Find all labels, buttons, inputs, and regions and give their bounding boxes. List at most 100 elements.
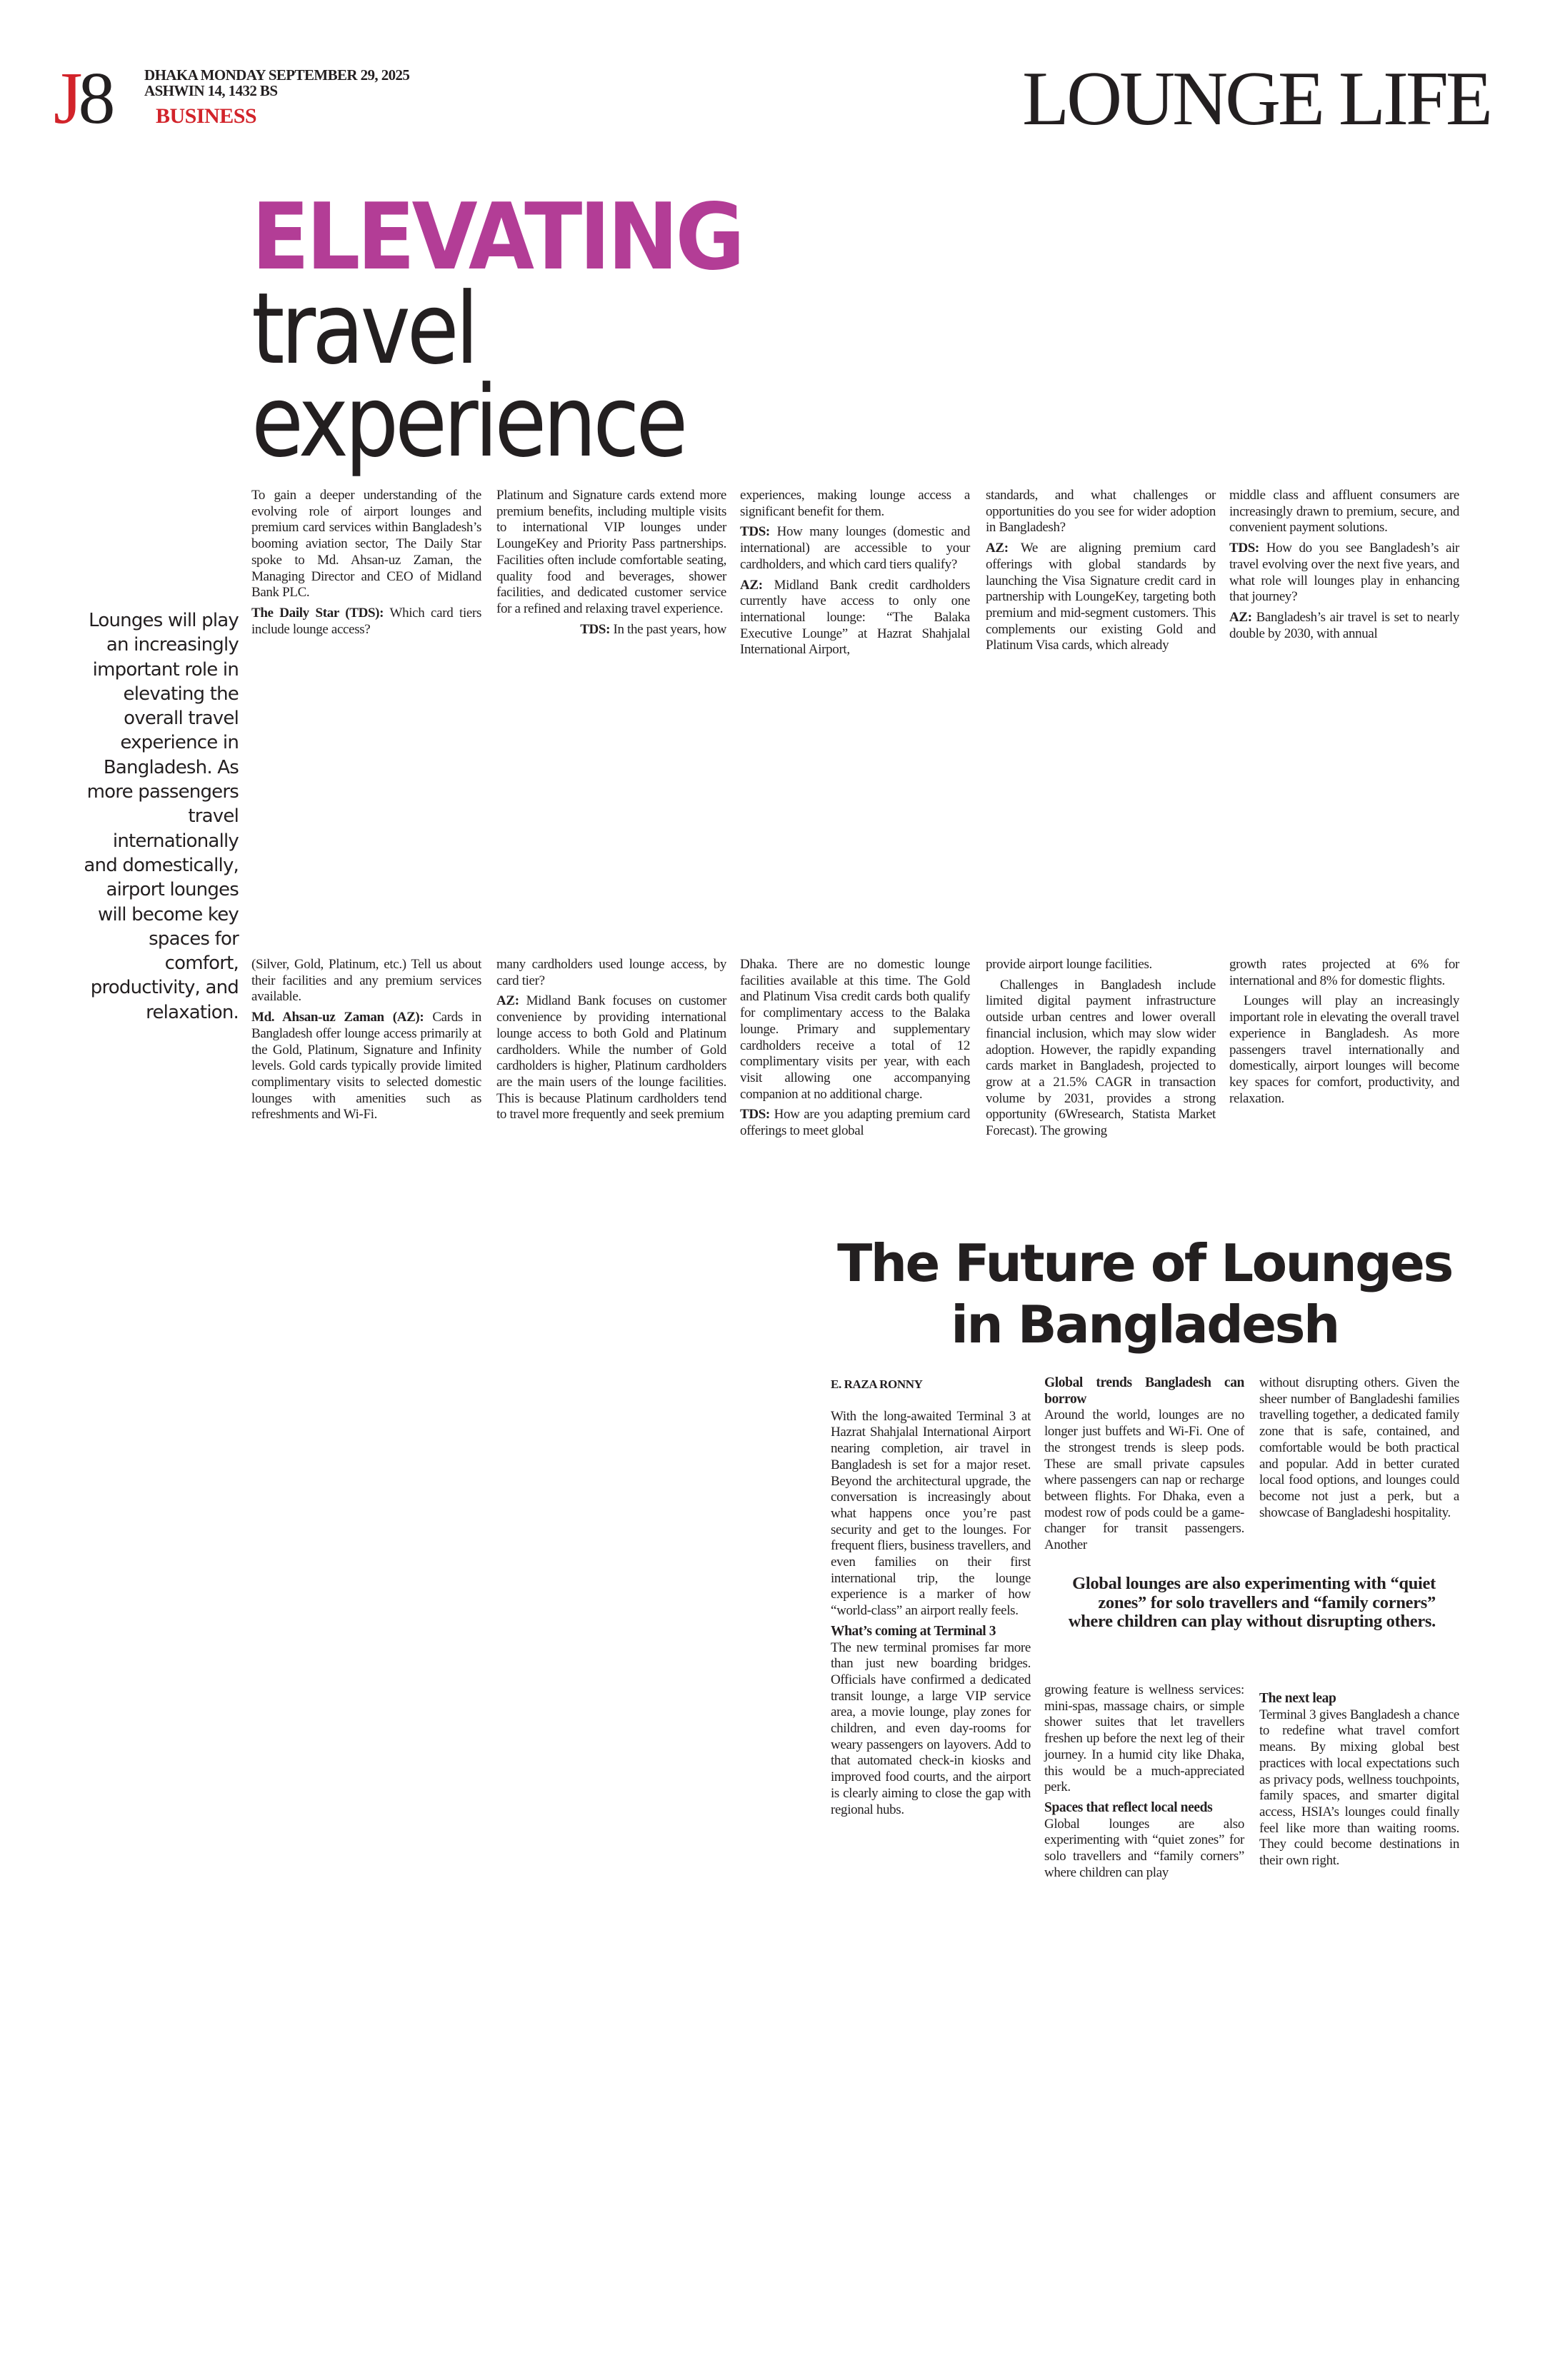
paragraph-text: (Silver, Gold, Platinum, etc.) Tell us a…: [251, 957, 481, 1005]
article1-column-2-bottom: many cardholders used lounge access, by …: [496, 957, 726, 1128]
paragraph-text: How are you adapting premium card offeri…: [740, 1107, 970, 1139]
paragraph: AZ: We are aligning premium card offerin…: [986, 541, 1216, 654]
article1-column-4-bottom: provide airport lounge facilities. Challe…: [986, 957, 1216, 1144]
paragraph-text: growing feature is wellness services: mi…: [1044, 1682, 1244, 1795]
speaker-label: AZ:: [986, 541, 1009, 556]
paragraph-text: Platinum and Signature cards extend more…: [496, 488, 726, 616]
page-letter: J: [54, 57, 83, 139]
article1-column-2-top: Platinum and Signature cards extend more…: [496, 488, 726, 642]
pull-quote: Lounges will play an increasingly import…: [84, 610, 239, 1023]
speaker-label: TDS:: [740, 524, 770, 540]
paragraph: experiences, making lounge access a sign…: [740, 488, 970, 520]
paragraph-text: Around the world, lounges are no longer …: [1044, 1407, 1244, 1553]
paragraph: many cardholders used lounge access, by …: [496, 957, 726, 989]
speaker-label: AZ:: [496, 993, 519, 1009]
paragraph: provide airport lounge facilities.: [986, 957, 1216, 973]
paragraph-text: standards, and what challenges or opport…: [986, 488, 1216, 536]
subheading: Spaces that reflect local needs: [1044, 1799, 1213, 1815]
speaker-label: TDS:: [580, 621, 611, 637]
paragraph: AZ: Midland Bank credit cardholders curr…: [740, 578, 970, 659]
article2-column-3-top: without disrupting others. Given the she…: [1259, 1375, 1459, 1525]
article2-pull-quote: Global lounges are also experimenting wi…: [1068, 1574, 1436, 1631]
headline-travel: travel: [251, 271, 479, 386]
headline-elevating: ELEVATING: [251, 184, 745, 291]
paragraph-text: Global lounges are also experimenting wi…: [1044, 1816, 1244, 1880]
byline: E. RAZA RONNY: [831, 1377, 923, 1391]
article1-column-1-bottom: (Silver, Gold, Platinum, etc.) Tell us a…: [251, 957, 481, 1128]
speaker-label: AZ:: [740, 577, 763, 593]
paragraph-text: Bangladesh’s air travel is set to nearly…: [1229, 609, 1459, 641]
paragraph-text: experiences, making lounge access a sign…: [740, 488, 970, 519]
paragraph: Terminal 3 gives Bangladesh a chance to …: [1259, 1707, 1459, 1869]
dateline: DHAKA MONDAY SEPTEMBER 29, 2025 ASHWIN 1…: [144, 66, 410, 99]
paragraph: TDS: How do you see Bangladesh’s air tra…: [1229, 541, 1459, 606]
article1-column-3-bottom: Dhaka. There are no domestic lounge faci…: [740, 957, 970, 1144]
paragraph-text: We are aligning premium card offerings w…: [986, 541, 1216, 653]
paragraph-text: Cards in Bangladesh offer lounge access …: [251, 1010, 481, 1123]
paragraph-text: provide airport lounge facilities.: [986, 957, 1152, 972]
page-digit: 8: [78, 57, 115, 139]
paragraph: With the long-awaited Terminal 3 at Hazr…: [831, 1409, 1031, 1620]
paragraph: without disrupting others. Given the she…: [1259, 1375, 1459, 1521]
paragraph: Platinum and Signature cards extend more…: [496, 488, 726, 618]
paragraph: TDS: How many lounges (domestic and inte…: [740, 524, 970, 573]
subheading: Global trends Bangladesh can borrow: [1044, 1375, 1244, 1407]
paragraph: Around the world, lounges are no longer …: [1044, 1407, 1244, 1553]
paragraph-text: The new terminal promises far more than …: [831, 1640, 1031, 1817]
paragraph: middle class and affluent consumers are …: [1229, 488, 1459, 536]
paragraph-text: Dhaka. There are no domestic lounge faci…: [740, 957, 970, 1102]
speaker-label: Md. Ahsan-uz Zaman (AZ):: [251, 1010, 424, 1025]
paragraph: Challenges in Bangladesh include limited…: [986, 978, 1216, 1140]
page-title: LOUNGE LIFE: [1022, 56, 1493, 141]
paragraph: standards, and what challenges or opport…: [986, 488, 1216, 536]
article1-column-3-top: experiences, making lounge access a sign…: [740, 488, 970, 663]
paragraph: Dhaka. There are no domestic lounge faci…: [740, 957, 970, 1103]
article2-headline: The Future of Lounges in Bangladesh: [837, 1233, 1454, 1355]
paragraph: TDS: How are you adapting premium card o…: [740, 1107, 970, 1139]
headline-experience: experience: [251, 364, 688, 479]
paragraph-text: In the past years, how: [610, 621, 726, 637]
paragraph: AZ: Midland Bank focuses on customer con…: [496, 993, 726, 1123]
section-label: BUSINESS: [156, 104, 257, 128]
article1-column-5-top: middle class and affluent consumers are …: [1229, 488, 1459, 646]
paragraph: growth rates projected at 6% for interna…: [1229, 957, 1459, 989]
paragraph: Md. Ahsan-uz Zaman (AZ): Cards in Bangla…: [251, 1010, 481, 1123]
paragraph-text: How many lounges (domestic and internati…: [740, 524, 970, 572]
paragraph: AZ: Bangladesh’s air travel is set to ne…: [1229, 610, 1459, 642]
paragraph-text: many cardholders used lounge access, by …: [496, 957, 726, 988]
paragraph-text: Terminal 3 gives Bangladesh a chance to …: [1259, 1707, 1459, 1869]
paragraph: The Daily Star (TDS): Which card tiers i…: [251, 606, 481, 638]
paragraph: Global lounges are also experimenting wi…: [1044, 1817, 1244, 1882]
article1-column-4-top: standards, and what challenges or opport…: [986, 488, 1216, 658]
paragraph-text: Midland Bank focuses on customer conveni…: [496, 993, 726, 1123]
paragraph: The new terminal promises far more than …: [831, 1640, 1031, 1819]
article1-column-1-top: To gain a deeper understanding of the ev…: [251, 488, 481, 642]
paragraph: growing feature is wellness services: mi…: [1044, 1682, 1244, 1796]
paragraph-text: growth rates projected at 6% for interna…: [1229, 957, 1459, 988]
paragraph: To gain a deeper understanding of the ev…: [251, 488, 481, 601]
paragraph-text: without disrupting others. Given the she…: [1259, 1375, 1459, 1520]
paragraph: TDS: In the past years, how: [496, 622, 726, 638]
paragraph-text: Midland Bank credit cardholders currentl…: [740, 577, 970, 658]
paragraph-text: Which card tiers include lounge access?: [251, 605, 481, 637]
speaker-label: TDS:: [740, 1107, 770, 1123]
paragraph-text: Lounges will play an increasingly import…: [1229, 993, 1459, 1106]
paragraph-text: With the long-awaited Terminal 3 at Hazr…: [831, 1408, 1031, 1619]
article2-column-2-bottom: growing feature is wellness services: mi…: [1044, 1682, 1244, 1885]
paragraph-text: Challenges in Bangladesh include limited…: [986, 977, 1216, 1139]
paragraph: Lounges will play an increasingly import…: [1229, 993, 1459, 1107]
speaker-label: AZ:: [1229, 609, 1252, 625]
subheading: What’s coming at Terminal 3: [831, 1623, 996, 1639]
article2-column-1-body: With the long-awaited Terminal 3 at Hazr…: [831, 1409, 1031, 1819]
article1-column-5-bottom: growth rates projected at 6% for interna…: [1229, 957, 1459, 1111]
subheading: The next leap: [1259, 1691, 1336, 1706]
date-text: DHAKA MONDAY SEPTEMBER 29, 2025: [144, 66, 410, 84]
bangla-date-text: ASHWIN 14, 1432 BS: [144, 82, 278, 99]
paragraph-text: How do you see Bangladesh’s air travel e…: [1229, 541, 1459, 605]
speaker-label: TDS:: [1229, 541, 1259, 556]
paragraph-text: middle class and affluent consumers are …: [1229, 488, 1459, 536]
paragraph: (Silver, Gold, Platinum, etc.) Tell us a…: [251, 957, 481, 1005]
speaker-label: The Daily Star (TDS):: [251, 605, 384, 621]
